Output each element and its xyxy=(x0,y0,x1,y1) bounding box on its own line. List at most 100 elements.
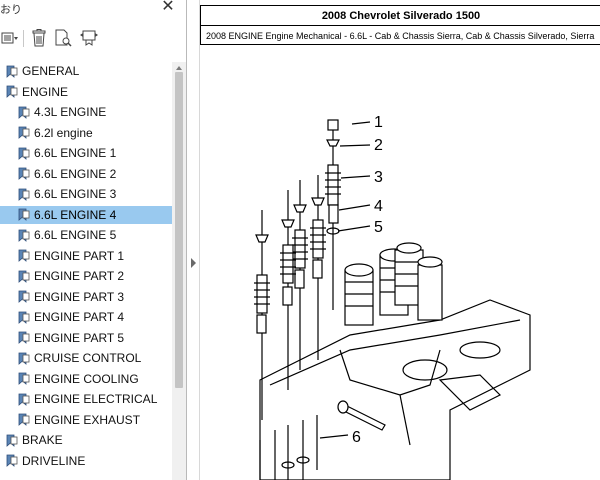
bookmark-label: 6.6L ENGINE 2 xyxy=(34,166,117,181)
bookmark-label: ENGINE PART 4 xyxy=(34,310,125,324)
tree-twisty xyxy=(12,165,18,183)
bookmark-item[interactable]: ENGINE PART 2 xyxy=(0,267,172,285)
bookmark-label: ENGINE PART 3 xyxy=(34,289,125,304)
bookmark-item[interactable]: ENGINE ELECTRICAL xyxy=(0,390,172,408)
splitter-grip-icon[interactable] xyxy=(191,258,196,268)
panel-title: おり xyxy=(0,3,22,16)
bookmark-item[interactable]: DRIVELINE xyxy=(0,452,172,470)
tree-twisty xyxy=(12,247,18,265)
bookmark-item[interactable]: 6.6L ENGINE 4 xyxy=(0,205,172,224)
bookmark-icon xyxy=(6,85,18,98)
bookmark-label: DRIVELINE xyxy=(22,453,86,468)
bookmark-icon xyxy=(18,126,30,139)
bookmark-icon xyxy=(18,188,30,201)
tree-twisty xyxy=(12,124,18,142)
bookmark-label: 4.3L ENGINE xyxy=(34,105,107,119)
bookmark-label: 6.6L ENGINE 4 xyxy=(34,207,117,222)
bookmarks-toolbar xyxy=(0,26,186,52)
options-icon[interactable] xyxy=(0,26,20,50)
tree-twisty xyxy=(0,431,6,449)
document-title: 2008 Chevrolet Silverado 1500 xyxy=(201,6,600,26)
tree-twisty xyxy=(12,370,18,388)
bookmark-icon xyxy=(18,167,30,180)
trash-icon[interactable] xyxy=(29,26,49,50)
bookmark-label: ENGINE PART 5 xyxy=(34,330,125,345)
bookmark-label: 6.6L ENGINE 1 xyxy=(34,146,117,160)
bookmark-label: 6.6L ENGINE 5 xyxy=(34,228,117,242)
scrollbar[interactable] xyxy=(172,62,186,480)
bookmark-item[interactable]: 6.2l engine xyxy=(0,124,172,142)
expand-bookmark-icon[interactable] xyxy=(78,26,100,50)
bookmark-icon xyxy=(18,147,30,160)
panel-splitter[interactable] xyxy=(188,0,200,480)
callout-3: 3 xyxy=(374,169,383,186)
bookmark-label: ENGINE EXHAUST xyxy=(34,412,141,427)
valve-train-diagram: 1 2 3 4 5 6 xyxy=(254,114,531,480)
tree-twisty xyxy=(12,267,18,285)
toolbar-divider xyxy=(23,30,24,47)
tree-twisty xyxy=(12,349,18,367)
bookmark-icon xyxy=(6,65,18,78)
bookmark-icon xyxy=(18,372,30,385)
scroll-up-arrow-icon[interactable] xyxy=(172,62,186,72)
bookmark-label: BRAKE xyxy=(22,433,63,447)
bookmark-item[interactable]: 4.3L ENGINE xyxy=(0,103,172,121)
bookmark-icon xyxy=(18,270,30,283)
bookmark-item[interactable]: ENGINE PART 3 xyxy=(0,288,172,306)
callout-5: 5 xyxy=(374,219,383,236)
bookmark-icon xyxy=(18,229,30,242)
bookmark-item[interactable]: ENGINE PART 4 xyxy=(0,308,172,326)
bookmark-label: ENGINE COOLING xyxy=(34,371,139,386)
tree-twisty xyxy=(12,308,18,326)
tree-twisty xyxy=(0,83,6,101)
close-icon[interactable]: ✕ xyxy=(161,0,175,15)
bookmark-item[interactable]: ENGINE EXHAUST xyxy=(0,411,172,429)
bookmark-item[interactable]: ENGINE PART 1 xyxy=(0,247,172,265)
tree-twisty xyxy=(12,103,18,121)
tree-twisty xyxy=(12,288,18,306)
bookmark-label: ENGINE xyxy=(22,84,69,99)
bookmark-icon xyxy=(18,290,30,303)
tree-twisty xyxy=(0,452,6,470)
tree-twisty xyxy=(12,226,18,244)
bookmark-item[interactable]: BRAKE xyxy=(0,431,172,449)
bookmark-icon xyxy=(18,311,30,324)
callout-2: 2 xyxy=(374,137,383,154)
tree-twisty xyxy=(12,185,18,203)
bookmark-item[interactable]: ENGINE COOLING xyxy=(0,370,172,388)
bookmark-icon xyxy=(18,331,30,344)
bookmark-label: ENGINE ELECTRICAL xyxy=(34,392,158,406)
bookmark-item[interactable]: 6.6L ENGINE 1 xyxy=(0,144,172,162)
bookmark-icon xyxy=(6,454,18,467)
find-bookmark-icon[interactable] xyxy=(53,26,73,50)
tree-twisty xyxy=(0,62,6,80)
bookmark-label: GENERAL xyxy=(22,64,80,78)
callout-6: 6 xyxy=(352,429,361,446)
callout-4: 4 xyxy=(374,198,383,215)
bookmark-label: CRUISE CONTROL xyxy=(34,351,142,365)
tree-twisty xyxy=(12,411,18,429)
document-subtitle: 2008 ENGINE Engine Mechanical - 6.6L - C… xyxy=(206,31,595,41)
bookmarks-panel: おり ✕ xyxy=(0,0,187,480)
bookmark-icon xyxy=(18,106,30,119)
tree-twisty xyxy=(12,206,18,224)
scrollbar-thumb[interactable] xyxy=(175,72,183,388)
bookmark-icon xyxy=(18,393,30,406)
document-page: 2008 Chevrolet Silverado 1500 2008 ENGIN… xyxy=(200,0,600,480)
panel-header: おり ✕ xyxy=(0,0,186,18)
bookmark-item[interactable]: 6.6L ENGINE 2 xyxy=(0,165,172,183)
bookmark-item[interactable]: CRUISE CONTROL xyxy=(0,349,172,367)
bookmark-label: ENGINE PART 1 xyxy=(34,248,125,263)
callout-1: 1 xyxy=(374,114,383,131)
bookmark-item[interactable]: ENGINE PART 5 xyxy=(0,329,172,347)
bookmark-icon xyxy=(18,352,30,365)
bookmark-item[interactable]: 6.6L ENGINE 5 xyxy=(0,226,172,244)
bookmark-icon xyxy=(18,413,30,426)
tree-twisty xyxy=(12,329,18,347)
bookmark-item[interactable]: ENGINE xyxy=(0,83,172,101)
document-header: 2008 Chevrolet Silverado 1500 2008 ENGIN… xyxy=(200,5,600,45)
bookmark-item[interactable]: GENERAL xyxy=(0,62,172,80)
tree-twisty xyxy=(12,144,18,162)
bookmark-item[interactable]: 6.6L ENGINE 3 xyxy=(0,185,172,203)
bookmark-label: 6.2l engine xyxy=(34,125,93,140)
